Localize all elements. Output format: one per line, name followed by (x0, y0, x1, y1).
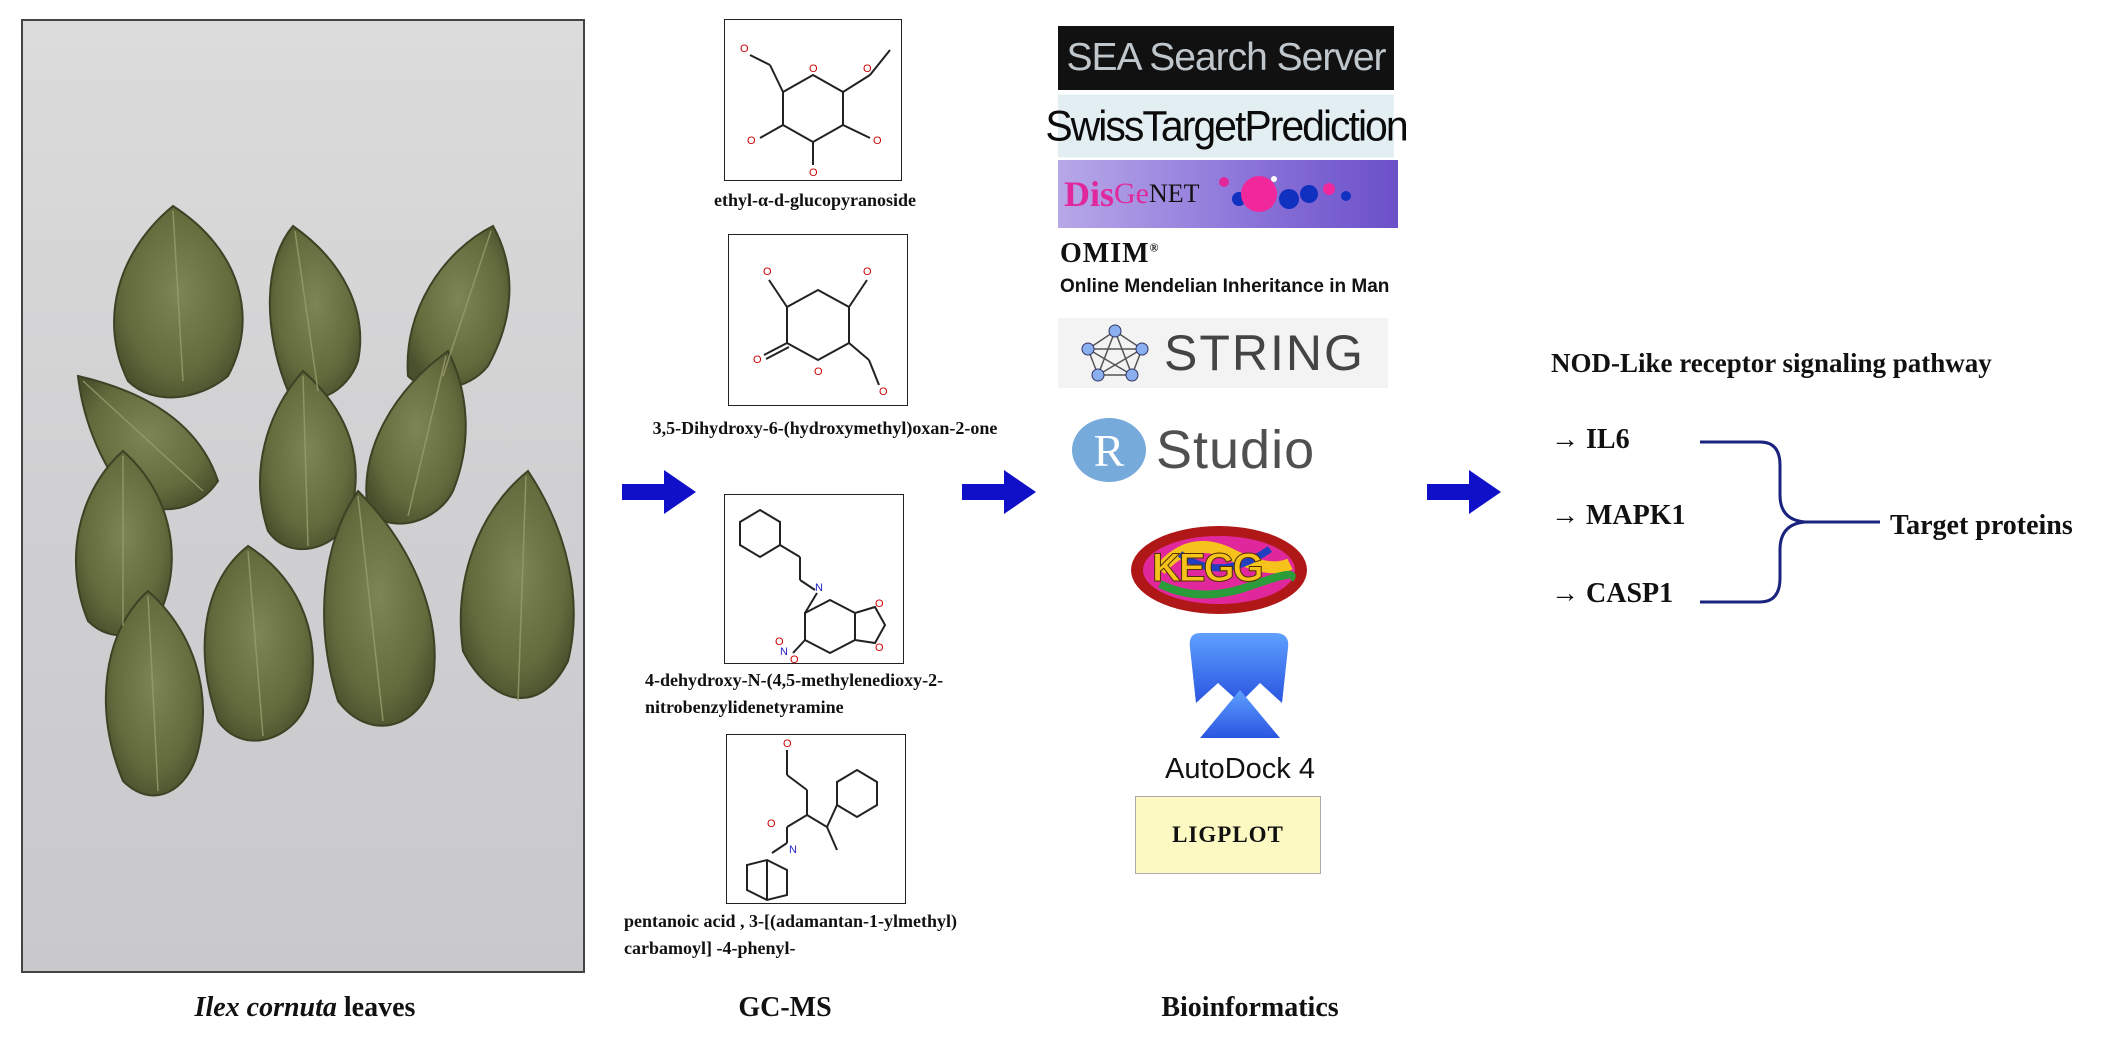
svg-text:O: O (809, 63, 818, 75)
kegg-logo: KEGG (1130, 524, 1308, 616)
svg-text:O: O (809, 167, 818, 179)
svg-text:N: N (815, 582, 823, 594)
gene-il6: → IL6 (1551, 424, 1630, 455)
disgenet-net: NET (1149, 179, 1200, 208)
leaf-group (74, 204, 575, 797)
ligplot-logo: LIGPLOT (1135, 796, 1321, 874)
compound-3-name-line2: nitrobenzylidenetyramine (645, 697, 844, 717)
compound-2-structure: O O O O O (728, 234, 908, 406)
svg-text:O: O (863, 63, 872, 75)
kegg-oval-icon (1131, 526, 1307, 614)
svg-text:O: O (875, 598, 884, 610)
svg-text:O: O (879, 386, 888, 398)
pathway-title: NOD-Like receptor signaling pathway (1551, 348, 1992, 378)
rstudio-logo: R Studio (1072, 410, 1392, 490)
compound-1-structure: O O O O O O (724, 19, 902, 181)
autodock-shape-icon (1189, 633, 1289, 738)
gcms-label: GC-MS (738, 992, 832, 1023)
compound-3-name-line1: 4-dehydroxy-N-(4,5-methylenedioxy-2- (645, 670, 944, 690)
string-text: STRING (1164, 325, 1365, 381)
disgenet-ge: Ge (1114, 177, 1149, 210)
r-circle-icon: R (1072, 418, 1146, 482)
disgenet-logo: Dis Ge NET (1058, 160, 1398, 228)
arrow-2 (962, 470, 1036, 514)
svg-text:O: O (875, 642, 884, 654)
compound-4-name-line1: pentanoic acid , 3-[(adamantan-1-ylmethy… (624, 911, 957, 931)
species-name: Ilex cornuta (194, 992, 337, 1023)
autodock-logo: AutoDock 4 (1130, 628, 1350, 785)
leaves-photo (21, 19, 585, 973)
svg-text:O: O (863, 266, 872, 278)
disgenet-dis: Dis (1064, 174, 1115, 214)
compound-4-structure: O O N (726, 734, 906, 904)
svg-text:O: O (747, 135, 756, 147)
compound-1-name: ethyl-α-d-glucopyranoside (713, 190, 917, 210)
sea-search-server-logo: SEA Search Server (1058, 26, 1394, 90)
leaves-illustration (74, 204, 575, 797)
svg-text:O: O (763, 266, 772, 278)
compound-4-name-line2: carbamoyl] -4-phenyl- (624, 938, 796, 958)
svg-text:O: O (783, 738, 792, 750)
molecule-drawing: N OO NOO (739, 508, 887, 666)
omim-logo: OMIM® Online Mendelian Inheritance in Ma… (1060, 238, 1400, 312)
molecule-drawing: O O O O O O (740, 43, 891, 179)
omim-title: OMIM (1060, 238, 1150, 269)
molecule-drawing: O O N (746, 738, 878, 902)
autodock-text: AutoDock 4 (1165, 753, 1315, 785)
svg-text:O: O (767, 818, 776, 830)
kegg-text: KEGG (1152, 546, 1265, 591)
plant-label: Ilex cornuta leaves (150, 992, 460, 1024)
network-icon (1081, 324, 1149, 382)
plant-part: leaves (336, 992, 416, 1023)
svg-text:O: O (814, 366, 823, 378)
svg-text:N: N (789, 844, 797, 856)
target-proteins-label: Target proteins (1890, 510, 2073, 541)
compound-2-name: 3,5-Dihydroxy-6-(hydroxymethyl)oxan-2-on… (652, 418, 998, 438)
svg-text:O: O (740, 43, 749, 55)
svg-text:O: O (775, 636, 784, 648)
arrow-1 (622, 470, 696, 514)
arrow-3 (1427, 470, 1501, 514)
gene-mapk1: → MAPK1 (1551, 500, 1686, 531)
omim-subtitle: Online Mendelian Inheritance in Man (1060, 276, 1390, 297)
string-logo: STRING (1058, 318, 1388, 388)
omim-registered: ® (1149, 240, 1160, 255)
gene-casp1: → CASP1 (1551, 578, 1674, 609)
grouping-brace (1700, 440, 1880, 604)
swisstargetprediction-logo: SwissTargetPrediction (1045, 94, 1409, 158)
molecule-drawing: O O O O O (753, 266, 888, 398)
svg-text:N: N (780, 646, 788, 658)
r-letter: R (1093, 424, 1125, 476)
svg-text:O: O (753, 354, 762, 366)
svg-text:O: O (790, 654, 799, 663)
disgenet-dots-icon (1218, 176, 1351, 212)
rstudio-text: Studio (1156, 420, 1316, 480)
svg-text:O: O (873, 135, 882, 147)
bioinformatics-label: Bioinformatics (1161, 992, 1339, 1023)
